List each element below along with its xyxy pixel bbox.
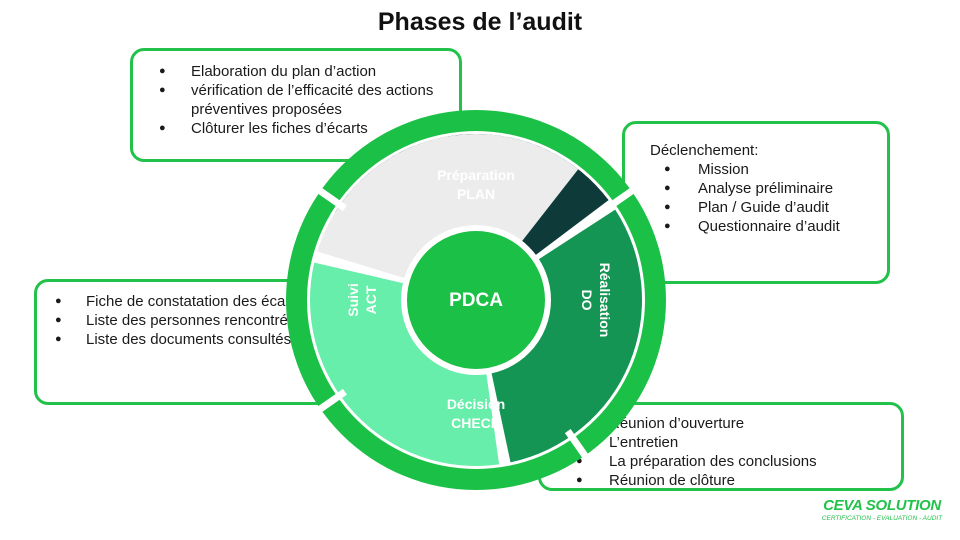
do-segment [490, 209, 642, 463]
page-title: Phases de l’audit [377, 8, 583, 36]
check-details-list: Réunion d’ouverture L’entretien La prépa… [576, 414, 901, 490]
do-label-line1: Réalisation [597, 263, 613, 338]
ring-divider [564, 429, 591, 461]
check-label-line2: CHECK [451, 415, 501, 431]
list-item: Clôturer les fiches d’écarts [159, 119, 459, 138]
logo-name: CEVA SOLUTION [823, 497, 941, 514]
plan-details-box: Déclenchement: Mission Analyse prélimina… [622, 121, 890, 284]
plan-details-list: Mission Analyse préliminaire Plan / Guid… [650, 160, 887, 236]
act-details-list: Elaboration du plan d’action vérificatio… [159, 62, 459, 138]
ceva-solution-logo: CEVA SOLUTION CERTIFICATION - EVALUATION… [812, 497, 952, 522]
ring-divider [605, 185, 637, 212]
list-item: Liste des documents consultés [55, 330, 327, 349]
list-item: Plan / Guide d’audit [664, 198, 887, 217]
list-item: Réunion de clôture [576, 471, 901, 490]
list-item: Analyse préliminaire [664, 179, 887, 198]
list-item: Fiche de constatation des écarts [55, 292, 327, 311]
ring-divider [315, 388, 347, 415]
list-item: Elaboration du plan d’action [159, 62, 459, 81]
plan-label-line2: PLAN [457, 186, 495, 202]
plan-label-line1: Préparation [437, 167, 515, 183]
list-item: vérification de l’efficacité des actions… [159, 81, 459, 119]
do-details-list: Fiche de constatation des écarts Liste d… [55, 292, 327, 349]
list-item: Liste des personnes rencontrées [55, 311, 327, 330]
list-item: La préparation des conclusions [576, 452, 901, 471]
act-segment [317, 133, 579, 280]
act-label-line2: ACT [363, 285, 379, 314]
act-details-box: Elaboration du plan d’action vérificatio… [130, 48, 462, 162]
check-label-line1: Décision [447, 396, 505, 412]
act-label-line1: Suivi [345, 283, 361, 316]
check-segment [309, 262, 500, 466]
center-label: PDCA [449, 290, 503, 311]
list-item: Mission [664, 160, 887, 179]
center-disc [401, 225, 551, 375]
list-item: Questionnaire d’audit [664, 217, 887, 236]
ring-divider [315, 185, 347, 212]
do-details-box: Fiche de constatation des écarts Liste d… [34, 279, 330, 405]
logo-tagline: CERTIFICATION - EVALUATION - AUDIT [821, 515, 943, 522]
do-label-line2: DO [579, 290, 595, 311]
plan-details-heading: Déclenchement: [650, 142, 759, 159]
